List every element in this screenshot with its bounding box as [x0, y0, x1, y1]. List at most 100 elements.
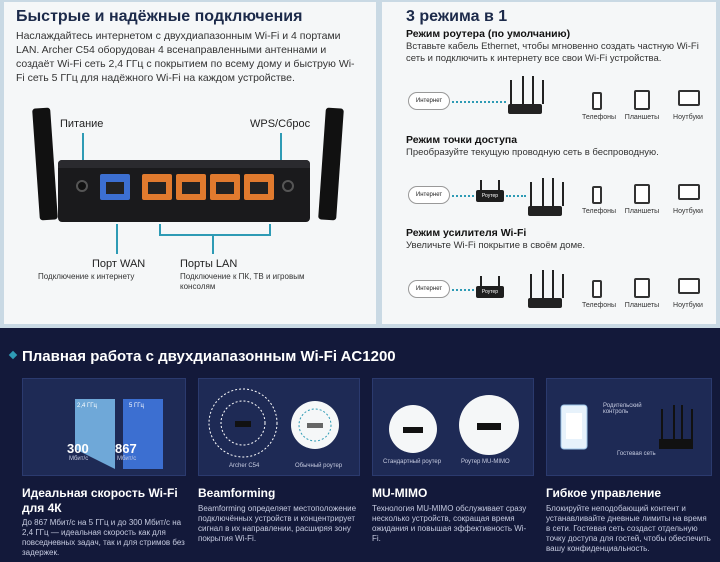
wps-leader-line — [280, 133, 282, 171]
device-label-tablets: Планшеты — [624, 302, 660, 309]
device-label-tablets: Планшеты — [624, 208, 660, 215]
router-antenna — [510, 80, 512, 104]
beamforming-graphic — [208, 388, 339, 458]
router-antenna — [498, 276, 500, 286]
router-icon — [508, 104, 542, 114]
mode-router-title: Режим роутера (по умолчанию) — [406, 28, 571, 40]
router-antenna — [562, 182, 564, 206]
device-label-laptops: Ноутбуки — [673, 208, 703, 215]
cable-line — [452, 101, 506, 103]
lan-label: Порты LAN — [180, 258, 238, 270]
internet-cloud-icon: Интернет — [408, 92, 450, 110]
router-antenna — [542, 80, 544, 104]
mumimo-caption-1: Стандартный роутер — [383, 459, 442, 465]
speed-card-title: Идеальная скорость Wi-Fi для 4К — [22, 486, 178, 515]
mumimo-card: Стандартный роутер Роутер MU-MIMO — [372, 378, 534, 476]
lan-leader-right — [269, 224, 271, 234]
lan-sublabel: Подключение к ПК, ТВ и игровым консолям — [180, 272, 305, 291]
router-antenna — [532, 76, 534, 104]
wan-label: Порт WAN — [92, 258, 146, 270]
device-label-tablets: Планшеты — [624, 114, 660, 121]
management-graphic — [560, 404, 693, 450]
mumimo-caption-2: Роутер MU-MIMO — [461, 459, 510, 465]
lan-leader-bar — [159, 234, 271, 236]
laptop-icon — [678, 184, 700, 200]
beamforming-desc: Beamforming определяет местоположение по… — [198, 504, 357, 543]
band-24-label: 2,4 ГГц — [77, 403, 97, 409]
router-icon — [528, 206, 562, 216]
mode-ap-desc: Преобразуйте текущую проводную сеть в бе… — [406, 147, 659, 158]
router-antenna — [498, 180, 500, 190]
wps-reset-label: WPS/Сброс — [250, 118, 311, 130]
beamforming-card: Archer C54 Обычный роутер — [198, 378, 360, 476]
management-desc: Блокируйте неподобающий контент и устана… — [546, 504, 711, 553]
phone-icon — [592, 186, 602, 204]
existing-router-icon: Роутер — [476, 190, 504, 202]
mode-ap-title: Режим точки доступа — [406, 134, 518, 146]
wan-port — [100, 174, 130, 200]
phone-icon — [592, 92, 602, 110]
speed-card: 2,4 ГГц 5 ГГц 300 867 Мбит/с Мбит/с — [22, 378, 186, 476]
power-leader-line — [82, 133, 84, 171]
tablet-icon — [634, 278, 650, 298]
router-antenna — [542, 178, 544, 206]
router-top-edge — [58, 160, 310, 168]
bullet-icon — [8, 350, 18, 360]
router-antenna — [552, 270, 554, 298]
mode-router-desc: Вставьте кабель Ethernet, чтобы мгновенн… — [406, 41, 699, 64]
connections-description: Наслаждайтесь интернетом с двухдиапазонн… — [16, 30, 355, 84]
lan-leader-center — [212, 234, 214, 254]
router-antenna — [542, 270, 544, 298]
mode-extender-desc: Увеличьте Wi-Fi покрытие в своём доме. — [406, 240, 586, 251]
beamforming-title: Beamforming — [198, 486, 276, 500]
lan-port-2 — [176, 174, 206, 200]
power-label: Питание — [60, 118, 104, 130]
internet-cloud-icon: Интернет — [408, 186, 450, 204]
tablet-icon — [634, 90, 650, 110]
router-antenna — [480, 180, 482, 190]
device-label-laptops: Ноутбуки — [673, 114, 703, 121]
internet-cloud-icon: Интернет — [408, 280, 450, 298]
router-antenna — [530, 274, 532, 298]
modes-panel — [382, 2, 716, 324]
parental-control-label: Родительский контроль — [603, 403, 642, 415]
lan-port-4 — [244, 174, 274, 200]
laptop-icon — [678, 278, 700, 294]
cable-line — [452, 289, 474, 291]
device-label-phones: Телефоны — [581, 114, 617, 121]
wps-button-icon — [282, 180, 294, 192]
router-antenna — [480, 276, 482, 286]
lan-port-3 — [210, 174, 240, 200]
power-jack-icon — [76, 180, 88, 192]
band-5-label: 5 ГГц — [129, 403, 144, 409]
speed-24-value: 300 — [67, 441, 89, 456]
speed-bars-graphic — [75, 399, 163, 469]
phone-icon — [592, 280, 602, 298]
laptop-icon — [678, 90, 700, 106]
speed-5-unit: Мбит/с — [117, 456, 137, 462]
beamforming-caption-1: Archer C54 — [229, 463, 260, 469]
guest-network-label: Гостевая сеть — [617, 451, 656, 457]
mumimo-graphic — [389, 395, 519, 455]
management-card: Родительский контроль Гостевая сеть — [546, 378, 712, 476]
speed-card-desc: До 867 Мбит/с на 5 ГГц и до 300 Мбит/с н… — [22, 518, 185, 557]
speed-5-value: 867 — [115, 441, 137, 456]
router-icon — [528, 298, 562, 308]
router-antenna — [530, 182, 532, 206]
cable-line — [506, 195, 526, 197]
management-title: Гибкое управление — [546, 486, 662, 500]
speed-24-unit: Мбит/с — [69, 456, 89, 462]
router-antenna — [552, 178, 554, 206]
existing-router-icon: Роутер — [476, 286, 504, 298]
beamforming-caption-2: Обычный роутер — [295, 463, 343, 469]
connections-title: Быстрые и надёжные подключения — [16, 8, 303, 25]
mumimo-title: MU-MIMO — [372, 486, 428, 500]
wan-sublabel: Подключение к интернету — [38, 272, 135, 281]
router-antenna — [522, 76, 524, 104]
router-antenna — [562, 274, 564, 298]
device-label-laptops: Ноутбуки — [673, 302, 703, 309]
lan-leader-left — [159, 224, 161, 234]
device-label-phones: Телефоны — [581, 302, 617, 309]
tablet-icon — [634, 184, 650, 204]
device-label-phones: Телефоны — [581, 208, 617, 215]
